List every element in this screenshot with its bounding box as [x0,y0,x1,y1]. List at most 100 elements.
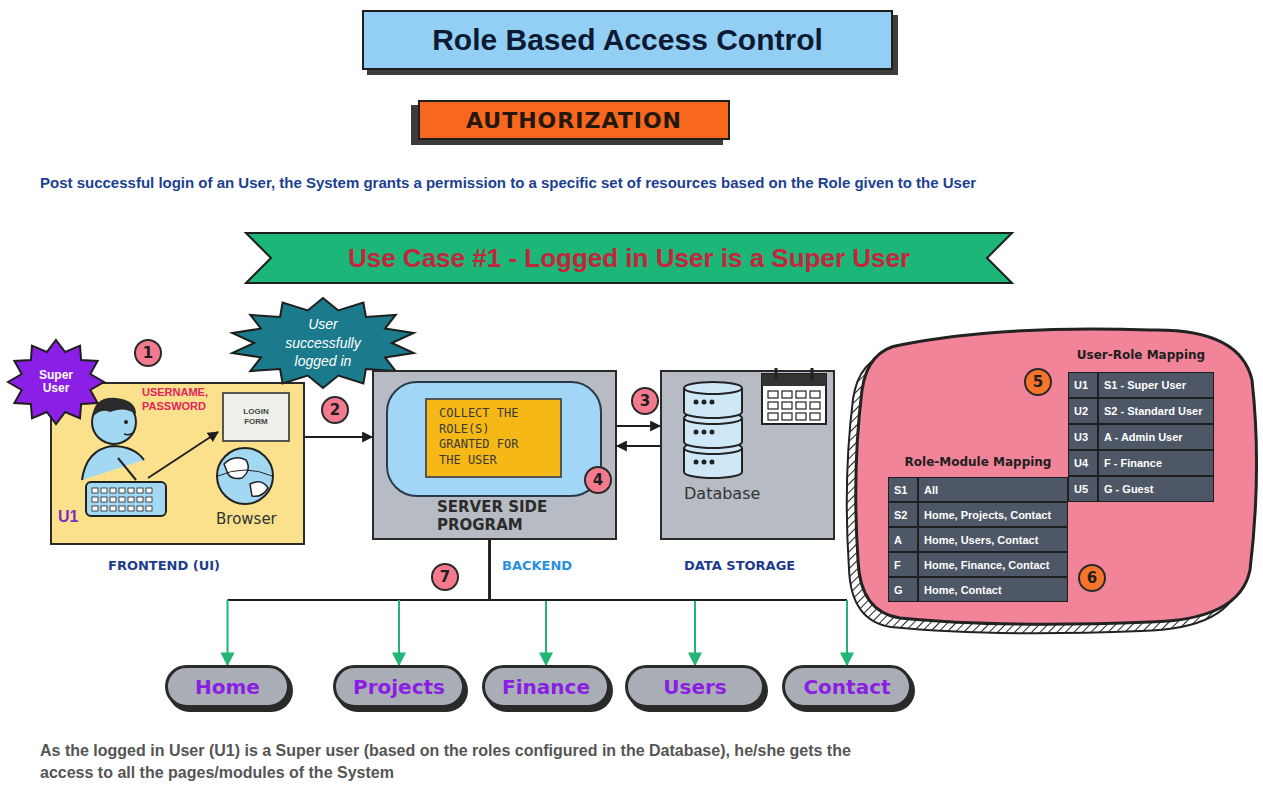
illustration-part [710,460,715,465]
illustration-part [146,497,152,502]
illustration-part [137,506,143,511]
connector-trunk [490,540,847,600]
illustration-part [119,497,125,502]
process-text: COLLECT THE ROLE(S) GRANTED FOR THE USER [439,406,531,468]
illustration-part [710,430,715,435]
connector-trunk [228,540,490,600]
table-cell: U2 [1068,398,1098,424]
table-heading: User-Role Mapping [1068,348,1214,368]
mapping-table: User-Role MappingU1S1 - Super UserU2S2 -… [1068,348,1214,502]
connector [617,446,660,447]
illustration-part [128,488,134,493]
callout-number: 4 [584,466,612,494]
banner-text: AUTHORIZATION [466,108,682,133]
mapping-table: Role-Module MappingS1AllS2Home, Projects… [888,455,1068,603]
illustration-part [119,488,125,493]
module-pill: Home [165,665,290,708]
illustration-part [124,432,134,435]
illustration-part [684,382,742,394]
title-banner: Role Based Access Control [362,10,893,70]
form-label: LOGIN FORM [236,407,276,428]
table-heading: Role-Module Mapping [888,455,1068,475]
connector-line [305,436,372,438]
illustration-part [762,374,826,386]
caption: As the logged in User (U1) is a Super us… [40,740,860,783]
illustration-part [110,497,116,502]
illustration-part [768,391,778,398]
illustration-part [762,374,826,424]
module-pill: Contact [782,665,912,708]
backend-box: SERVER SIDE PROGRAMBACKENDCOLLECT THE RO… [372,370,617,540]
callout-number: 7 [431,563,459,591]
illustration-part [110,506,116,511]
connector-drop [846,600,848,665]
illustration-part [128,497,134,502]
table-cell: S2 [888,502,918,527]
illustration-part [796,402,806,409]
browser-label: Browser [216,510,277,528]
illustration-part [82,446,144,480]
table-cell: S1 - Super User [1098,372,1214,398]
callout-number: 2 [321,396,349,424]
illustration-part [710,400,715,405]
module-name: Home [195,675,260,699]
connector [490,540,847,665]
table-cell: U4 [1068,450,1098,476]
illustration-part [124,420,128,424]
illustration-part [702,460,707,465]
callout-text: User successfully logged in [275,315,371,372]
illustration-part [118,458,136,480]
illustration-part [702,430,707,435]
table-cell: A [888,527,918,552]
storage-box: DatabaseDATA STORAGE [660,370,835,540]
connector-line [617,445,660,447]
illustration-part [146,488,152,493]
connector-drop [398,600,400,665]
module-name: Projects [353,675,445,699]
connector-trunk [399,540,490,600]
module-pill: Projects [333,665,465,708]
illustration-part [782,402,792,409]
table-cell: A - Admin User [1098,424,1214,450]
database-illustration [662,372,833,538]
illustration-part [128,506,134,511]
mapping-region [856,329,1257,624]
module-pill: Finance [482,665,610,708]
section-label: DATA STORAGE [684,558,795,573]
illustration-part [796,413,806,420]
module-name: Contact [803,675,890,699]
table-cell: U1 [1068,372,1098,398]
illustration-part [119,506,125,511]
database-label: Database [684,484,760,503]
illustration-part [702,400,707,405]
module-pill: Users [625,665,765,708]
illustration-part [101,506,107,511]
illustration-part [101,497,107,502]
subtitle: Post successful login of an User, the Sy… [40,174,1240,191]
star-badge: Super User [6,338,106,426]
banner: AUTHORIZATION [418,100,730,140]
process-box: COLLECT THE ROLE(S) GRANTED FOR THE USER [425,398,562,478]
ribbon-banner: Use Case #1 - Logged in User is a Super … [245,232,1013,284]
illustration-part [782,413,792,420]
login-form-box: LOGIN FORM [222,392,290,442]
shape-outline [246,233,1012,283]
table-cell: Home, Projects, Contact [918,502,1068,527]
illustration-part [775,368,778,380]
box-label: SERVER SIDE PROGRAM [437,498,567,534]
illustration-part [137,488,143,493]
table-cell: F - Finance [1098,450,1214,476]
illustration-part [92,506,98,511]
field-label: USERNAME, PASSWORD [142,386,222,414]
illustration-part [137,497,143,502]
illustration-part [694,430,699,435]
connector-line [617,425,660,427]
illustration-part [146,506,152,511]
frontend-box: FRONTEND (UI)USERNAME, PASSWORDU1Browser… [50,382,305,545]
illustration-part [250,482,268,497]
connector [305,437,372,438]
table-cell: G [888,577,918,602]
table-cell: All [918,477,1068,502]
connector [228,540,490,665]
illustration-part [782,391,792,398]
